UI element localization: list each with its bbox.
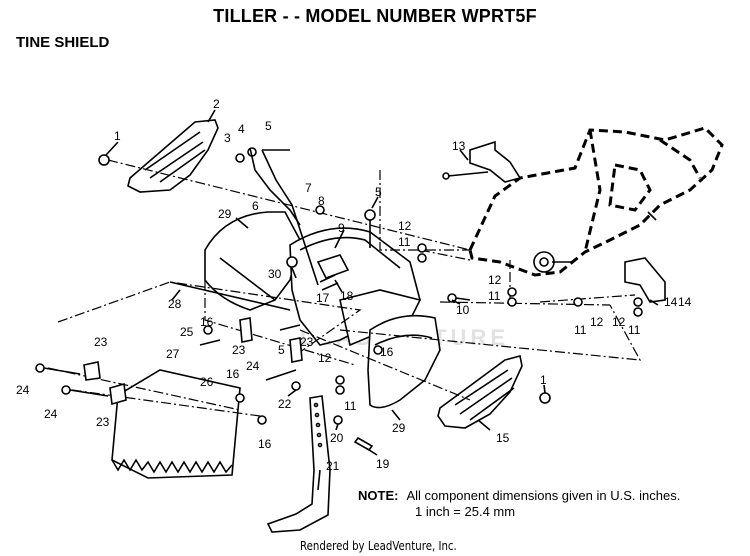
- callout-22: 22: [278, 397, 292, 411]
- callout-24: 24: [246, 359, 260, 373]
- callout-12: 12: [398, 219, 412, 233]
- callout-12: 12: [488, 273, 502, 287]
- callout-21: 21: [326, 459, 340, 473]
- callout-11: 11: [488, 289, 501, 303]
- callout-11: 11: [574, 323, 587, 337]
- callout-17: 17: [316, 291, 330, 305]
- callout-23: 23: [232, 343, 246, 357]
- callout-1: 1: [114, 129, 121, 143]
- callout-9: 9: [338, 221, 345, 235]
- section-title: TINE SHIELD: [16, 34, 110, 51]
- callout-13: 13: [452, 139, 466, 153]
- callout-20: 20: [330, 431, 344, 445]
- bracket-14: [624, 257, 666, 303]
- callout-28: 28: [168, 297, 182, 311]
- tine-shield-29-left: [204, 211, 301, 311]
- callout-27: 27: [166, 347, 180, 361]
- side-shield-2: [127, 119, 219, 193]
- callout-18: 18: [340, 289, 354, 303]
- callout-29: 29: [392, 421, 406, 435]
- callout-5: 5: [265, 119, 272, 133]
- callout-16: 16: [200, 315, 214, 329]
- callout-3: 3: [224, 131, 231, 145]
- bracket-13: [469, 140, 522, 183]
- callout-12: 12: [318, 351, 332, 365]
- callout-19: 19: [376, 457, 390, 471]
- callout-11: 11: [628, 323, 641, 337]
- tine-shield-9: [289, 227, 422, 347]
- callout-6: 6: [252, 199, 259, 213]
- note-line-1: All component dimensions given in U.S. i…: [406, 488, 681, 503]
- callout-11: 11: [398, 235, 411, 249]
- callout-8: 8: [318, 194, 325, 208]
- tiller-frame-outline: [468, 126, 724, 277]
- note-line-2: 1 inch = 25.4 mm: [415, 504, 516, 519]
- callout-12: 12: [590, 315, 604, 329]
- callout-24: 24: [16, 383, 30, 397]
- callout-14: 14: [664, 295, 678, 309]
- callout-30: 30: [268, 267, 282, 281]
- side-shield-15: [437, 355, 523, 429]
- callout-1: 1: [540, 373, 547, 387]
- callout-24: 24: [44, 407, 58, 421]
- callout-4: 4: [238, 122, 245, 136]
- callout-15: 15: [496, 431, 510, 445]
- diagram-title: TILLER - - MODEL NUMBER WPRT5F: [213, 6, 537, 26]
- callout-2: 2: [213, 97, 220, 111]
- callout-14: 14: [678, 295, 692, 309]
- tine-shield-29-right: [367, 314, 441, 409]
- depth-bar-21: [266, 395, 331, 533]
- callout-11: 11: [344, 399, 357, 413]
- callout-29: 29: [218, 207, 232, 221]
- callout-7: 7: [305, 181, 312, 195]
- callout-26: 26: [200, 375, 214, 389]
- callout-23: 23: [96, 415, 110, 429]
- callout-10: 10: [456, 303, 470, 317]
- callout-16: 16: [258, 437, 272, 451]
- callout-23: 23: [94, 335, 108, 349]
- note-label: NOTE:: [358, 488, 399, 503]
- callout-16: 16: [380, 345, 394, 359]
- render-credit: Rendered by LeadVenture, Inc.: [300, 539, 457, 553]
- callout-23: 23: [300, 335, 314, 349]
- callout-16: 16: [226, 367, 240, 381]
- callout-5: 5: [278, 343, 285, 357]
- dimension-note: NOTE: All component dimensions given in U…: [358, 488, 681, 519]
- callout-25: 25: [180, 325, 194, 339]
- callout-5: 5: [375, 185, 382, 199]
- callout-12: 12: [612, 315, 626, 329]
